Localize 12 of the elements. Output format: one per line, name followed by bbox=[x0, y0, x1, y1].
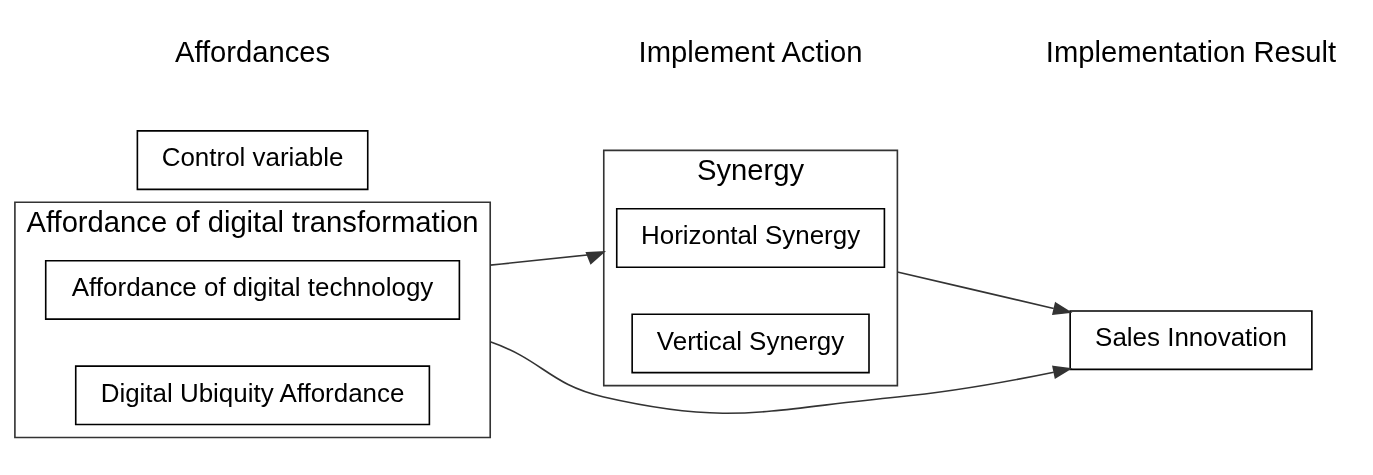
node-box: Affordance of digital technology bbox=[44, 259, 461, 320]
arrow bbox=[896, 270, 1073, 315]
arrow bbox=[489, 340, 1073, 414]
label: Implementation Result bbox=[1045, 35, 1337, 68]
label: Implement Action bbox=[638, 35, 863, 68]
label: Affordances bbox=[174, 35, 331, 68]
node-box: Horizontal Synergy bbox=[615, 207, 886, 268]
node-box: Sales Innovation bbox=[1069, 309, 1313, 370]
node-box: Digital Ubiquity Affordance bbox=[74, 364, 431, 425]
node-box: Vertical Synergy bbox=[631, 312, 870, 373]
arrow bbox=[489, 250, 607, 266]
node-box: Control variable bbox=[136, 129, 369, 190]
